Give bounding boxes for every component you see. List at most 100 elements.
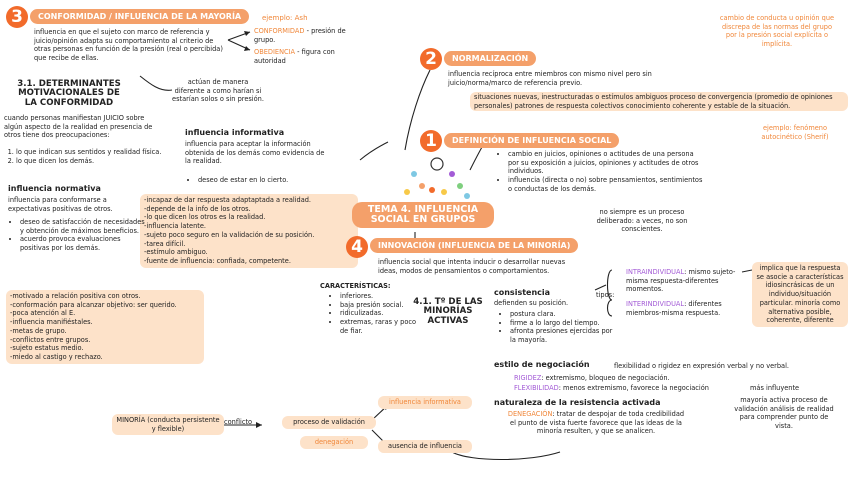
caract-title: CARACTERÍSTICAS: [320, 282, 391, 290]
section-3-title: CONFORMIDAD / INFLUENCIA DE LA MAYORÍA [30, 9, 250, 24]
caract-item: baja presión social. [340, 301, 420, 310]
denegacion-block: DENEGACIÓN: tratar de despojar de toda c… [506, 410, 686, 436]
consistencia-bullet: postura clara. [510, 310, 620, 319]
obediencia-term: OBEDIENCIA [254, 48, 296, 56]
section-1-number: 1 [420, 130, 442, 152]
section-4-number: 4 [346, 236, 368, 258]
section-4-title: INNOVACIÓN (INFLUENCIA DE LA MINORÍA) [370, 238, 579, 253]
normativa-list-item: -conformación para alcanzar objetivo: se… [10, 300, 177, 309]
normativa-bullet: acuerdo provoca evaluaciones positivas p… [20, 235, 145, 252]
s31-intro: cuando personas manifiestan JUICIO sobre… [4, 114, 153, 140]
informativa-title: influencia informativa [185, 128, 285, 137]
intra-block: INTRAINDIVIDUAL: mismo sujeto-misma resp… [626, 268, 744, 294]
section-2-number: 2 [420, 48, 442, 70]
obediencia-def: - figura con autoridad [254, 48, 335, 65]
s1-note: no siempre es un proceso deliberado: a v… [596, 208, 688, 234]
informativa-list-item: -tarea difícil. [144, 239, 186, 248]
section-3-number: 3 [6, 6, 28, 28]
intra-term: INTRAINDIVIDUAL [626, 268, 685, 276]
s2-top-note: cambio de conducta u opinión que discrep… [719, 14, 835, 49]
s1-bullets: cambio en juicios, opiniones o actitudes… [498, 150, 704, 194]
consistencia-title: consistencia [494, 288, 551, 297]
denegacion-box: denegación [300, 436, 368, 449]
informativa-bullets: deseo de estar en lo cierto. [188, 176, 338, 185]
normativa-list-item: -miedo al castigo y rechazo. [10, 352, 103, 361]
conflicto-label: conflicto [224, 418, 253, 426]
s1-bullet: influencia (directa o no) sobre pensamie… [508, 176, 704, 193]
s1-bullet: cambio en juicios, opiniones o actitudes… [508, 150, 704, 176]
consistencia-def: defienden su posición. [494, 299, 569, 307]
tipos-label: tipos: [596, 291, 615, 299]
caract-list: inferiores. baja presión social. ridicul… [330, 292, 420, 336]
intra-def: : mismo sujeto-misma respuesta-diferente… [626, 268, 736, 294]
informativa-list-item: -estímulo ambiguo. [144, 248, 208, 257]
consistencia-bullet: firme a lo largo del tiempo. [510, 319, 620, 328]
line-bottom-curve [451, 451, 561, 460]
normativa-list-item: -sujeto estatus medio. [10, 344, 84, 353]
minoria-box: MINORÍA (conducta persistente y flexible… [112, 414, 224, 436]
influencia-informativa-box: influencia informativa [378, 396, 472, 409]
s2-text: influencia recíproca entre miembros con … [448, 70, 652, 87]
rigidez-term: RIGIDEZ [514, 374, 542, 382]
flex-term: FLEXIBILIDAD [514, 384, 559, 392]
caract-item: inferiores. [340, 292, 420, 301]
s31-title: 3.1. DETERMINANTES MOTIVACIONALES DE LA … [17, 79, 121, 108]
rigidez-def: : extremismo, bloqueo de negociación. [541, 374, 670, 382]
conformidad-def: - presión de grupo. [254, 27, 346, 44]
s31-item-2: lo que dicen los demás. [16, 157, 176, 166]
mas-influyente: más influyente [750, 384, 800, 392]
naturaleza-title: naturaleza de la resistencia activada [494, 398, 661, 407]
consistencia-bullets: postura clara. firme a lo largo del tiem… [500, 310, 620, 345]
estilo-title: estilo de negociación [494, 360, 590, 369]
line-to-informativa [359, 141, 389, 161]
denegacion-term: DENEGACIÓN [507, 410, 553, 418]
informativa-text: influencia para aceptar la información o… [185, 140, 325, 166]
s2-example: ejemplo: fenómeno autocinético (Sherif) [761, 124, 829, 141]
inter-block: INTERINDIVIDUAL: diferentes miembros-mis… [626, 300, 744, 317]
inter-def: : diferentes miembros-misma respuesta. [626, 300, 722, 317]
normativa-list-item: -influencia manifiéstales. [10, 318, 93, 327]
section-1-title: DEFINICIÓN DE INFLUENCIA SOCIAL [444, 133, 620, 148]
normativa-bullet: deseo de satisfacción de necesidades y o… [20, 218, 145, 235]
rigidez-block: RIGIDEZ: extremismo, bloqueo de negociac… [514, 374, 734, 383]
s3-intro: influencia en que el sujeto con marco de… [34, 28, 223, 63]
normativa-list: -motivado a relación positiva con otros.… [6, 290, 204, 364]
arrow-tipos [594, 284, 607, 291]
normativa-title: influencia normativa [8, 184, 101, 193]
main-topic-title: TEMA 4. INFLUENCIA SOCIAL EN GRUPOS [352, 202, 494, 228]
ash-example: ejemplo: Ash [262, 14, 308, 22]
arrow-to-act-note [139, 75, 173, 91]
caract-item: extremas, raras y poco de fiar. [340, 318, 420, 335]
s31-list: lo que indican sus sentidos y realidad f… [0, 148, 176, 165]
conformidad-block: CONFORMIDAD - presión de grupo. [254, 27, 364, 44]
normativa-list-item: -conflictos entre grupos. [10, 335, 91, 344]
normativa-list-item: -metas de grupo. [10, 326, 67, 335]
consistencia-bullet: afronta presiones ejercidas por la mayor… [510, 327, 620, 344]
flex-block: FLEXIBILIDAD: menos extremismo, favorece… [514, 384, 754, 393]
arrow-implica [741, 269, 753, 273]
flex-def: : menos extremismo, favorece la negociac… [558, 384, 709, 392]
informativa-list-item: -depende de la info de los otros. [144, 204, 251, 213]
mayoria-note: mayoría activa proceso de validación aná… [734, 396, 834, 431]
ausencia-box: ausencia de influencia [378, 440, 472, 453]
section-2-title: NORMALIZACIÓN [444, 51, 537, 66]
normativa-bullets: deseo de satisfacción de necesidades y o… [10, 218, 145, 253]
s2-situaciones: situaciones nuevas, inestructuradas o es… [470, 92, 848, 112]
s4-text: influencia social que intenta inducir o … [378, 258, 566, 275]
informativa-list-item: -incapaz de dar respuesta adaptaptada a … [144, 196, 312, 204]
normativa-text: influencia para conformarse a expectativ… [8, 196, 113, 213]
informativa-bullet: deseo de estar en lo cierto. [198, 176, 338, 185]
s41-title: 4.1. Tº DE LAS MINORÍAS ACTIVAS [413, 297, 483, 326]
act-note: actúan de manera diferente a como harían… [172, 78, 264, 104]
tipos-brace [606, 269, 613, 317]
estilo-def: flexibilidad o rigidez en expresión verb… [614, 362, 790, 370]
informativa-list-item: -fuente de influencia: confiada, compete… [144, 256, 291, 265]
normativa-list-item: -motivado a relación positiva con otros. [10, 292, 141, 300]
line-to-s2 [404, 69, 431, 151]
proceso-validacion: proceso de validación [282, 416, 376, 429]
implica-note: implica que la respuesta se asocie a car… [752, 262, 848, 327]
informativa-list: -incapaz de dar respuesta adaptaptada a … [140, 194, 358, 268]
people-illustration [392, 152, 482, 204]
informativa-list-item: -lo que dicen los otros es la realidad. [144, 213, 266, 222]
conformidad-term: CONFORMIDAD [254, 27, 305, 35]
